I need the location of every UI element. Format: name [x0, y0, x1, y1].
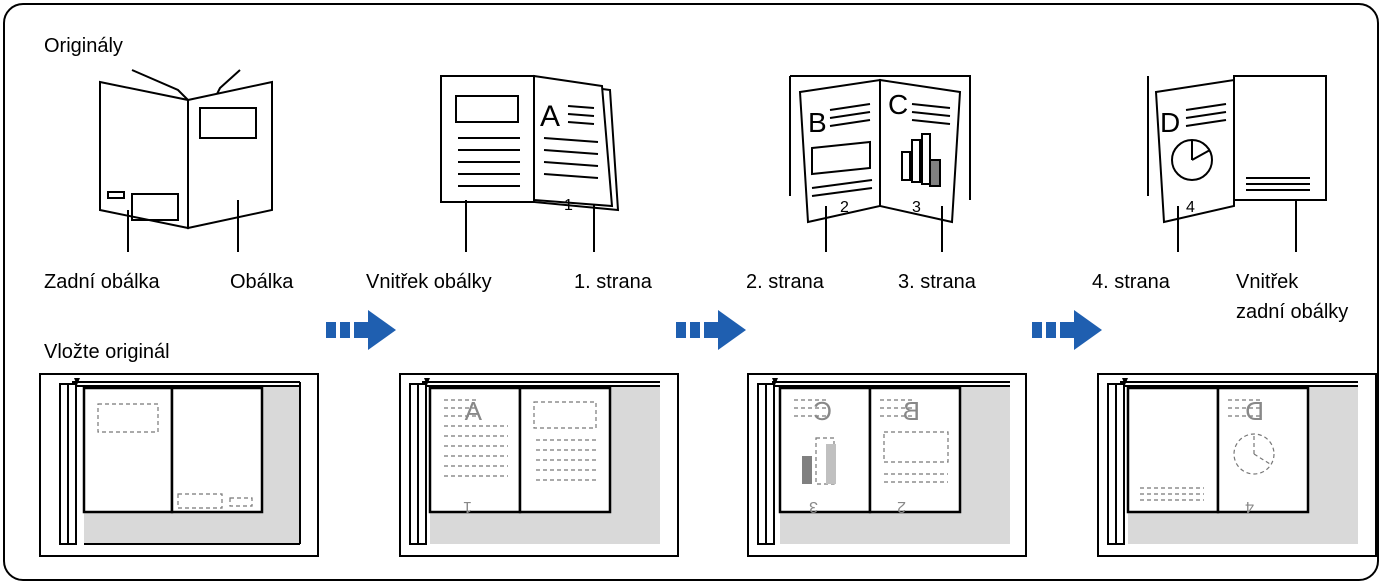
- page-letter-a: A: [540, 100, 560, 133]
- page-letter-d: D: [1160, 107, 1180, 138]
- book-cover-illustration: [99, 69, 273, 252]
- scanner-glass-2: A 1: [399, 373, 679, 557]
- label-page-2: 2. strana: [746, 271, 824, 293]
- book-open-inside-cover-illustration: A 1: [440, 74, 620, 252]
- page-number-4: 4: [1186, 199, 1195, 216]
- inverted-number-3: 3: [809, 498, 818, 515]
- book-open-pages-2-3-illustration: B 2 C 3: [789, 75, 971, 252]
- label-page-3: 3. strana: [898, 271, 976, 293]
- scanner-glass-1: [39, 373, 319, 557]
- label-page-4: 4. strana: [1092, 271, 1170, 293]
- step-arrow-1: [326, 310, 396, 350]
- page-number-1: 1: [564, 197, 573, 214]
- label-inside-cover: Vnitřek obálky: [366, 271, 492, 293]
- page-number-2: 2: [840, 199, 849, 216]
- inverted-number-1: 1: [463, 498, 472, 515]
- mirrored-letter-b: B: [903, 396, 920, 426]
- label-back-cover: Zadní obálka: [44, 271, 160, 293]
- scanner-glass-3: C B 3 2: [747, 373, 1027, 557]
- page-number-3: 3: [912, 199, 921, 216]
- step-arrow-2: [676, 310, 746, 350]
- inverted-number-4: 4: [1245, 498, 1254, 515]
- step-arrow-3: [1032, 310, 1102, 350]
- page-letter-b: B: [808, 107, 827, 138]
- book-open-page-4-illustration: D 4: [1147, 75, 1327, 252]
- label-page-1: 1. strana: [574, 271, 652, 293]
- originals-heading: Originály: [44, 35, 123, 57]
- scanner-glass-4: D 4: [1097, 373, 1377, 557]
- label-inside-back-cover-line1: Vnitřek: [1236, 271, 1299, 293]
- page-letter-c: C: [888, 89, 908, 120]
- insert-original-heading: Vložte originál: [44, 341, 170, 363]
- label-inside-back-cover-line2: zadní obálky: [1236, 301, 1349, 323]
- diagram-frame: [3, 3, 1379, 581]
- inverted-number-2: 2: [897, 498, 906, 515]
- mirrored-letter-d: D: [1245, 396, 1264, 426]
- mirrored-letter-c: C: [813, 396, 832, 426]
- mirrored-letter-a: A: [464, 396, 482, 426]
- label-cover: Obálka: [230, 271, 294, 293]
